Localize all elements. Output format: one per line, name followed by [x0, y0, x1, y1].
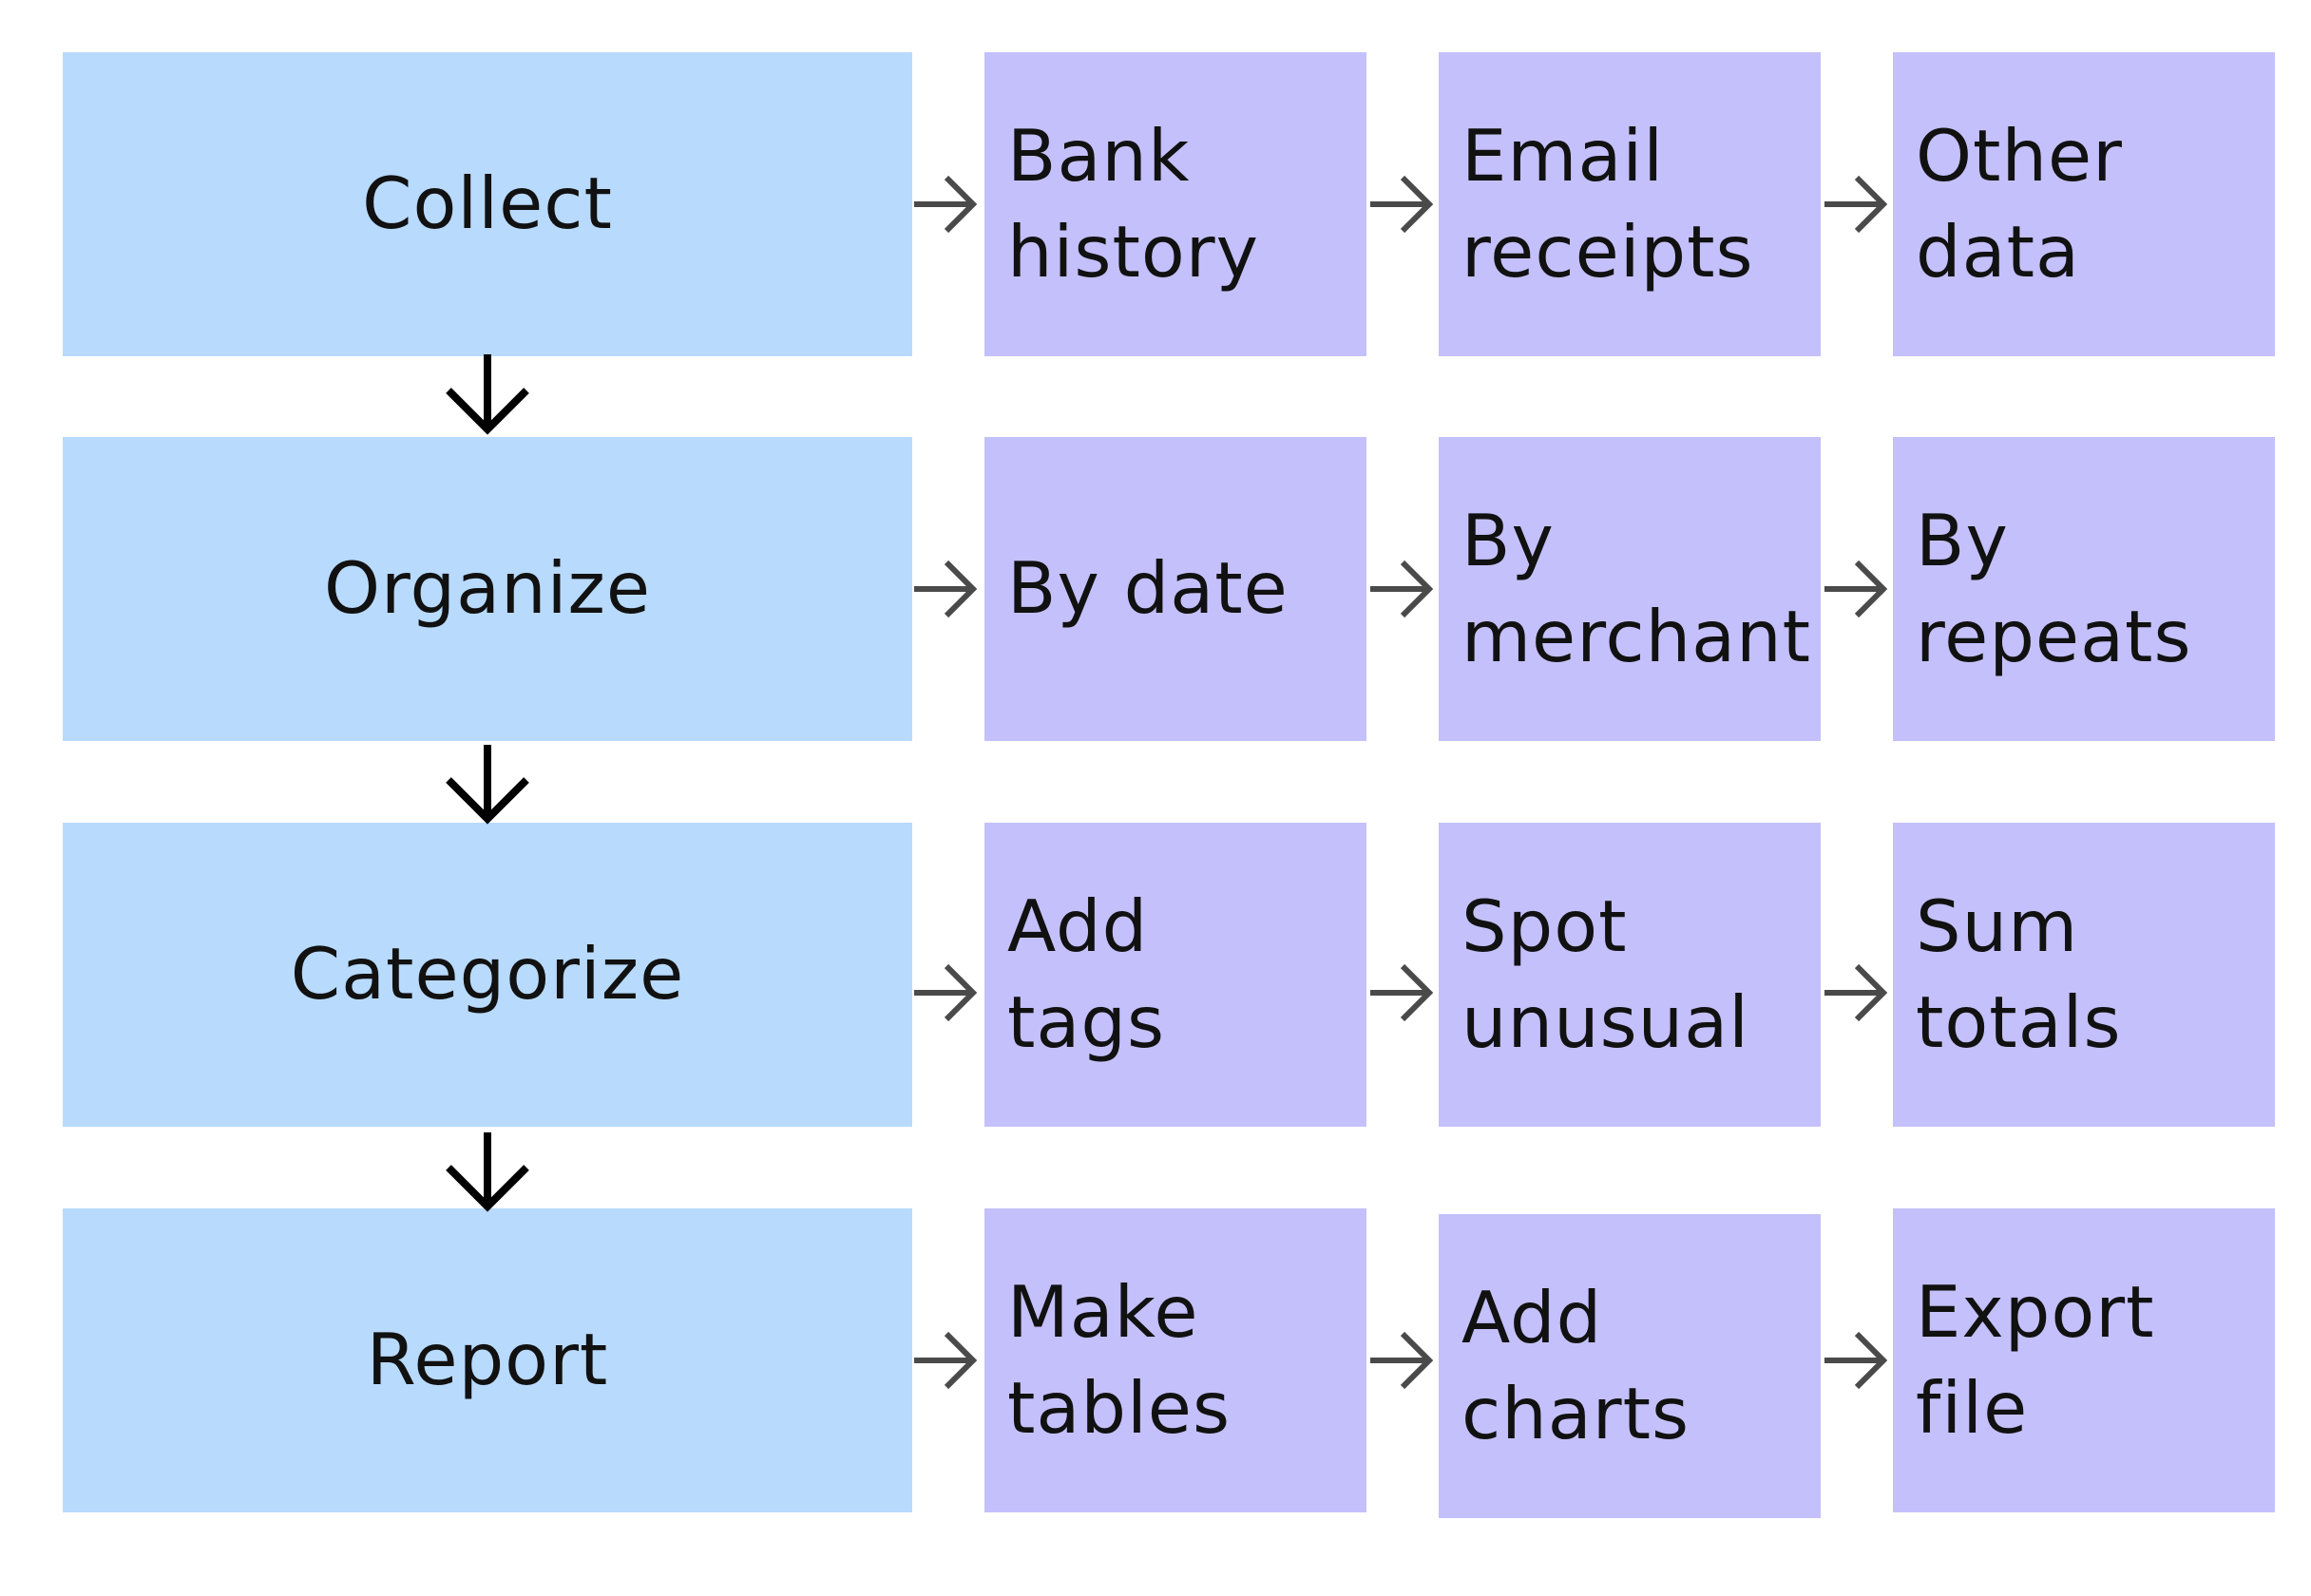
- step-add-tags: Add tags: [984, 823, 1366, 1127]
- step-label: Add charts: [1461, 1275, 1690, 1455]
- step-label: Other data: [1916, 113, 2123, 294]
- down-arrow-icon: [446, 354, 529, 435]
- step-label: Sum totals: [1916, 884, 2122, 1064]
- step-label: Export file: [1916, 1269, 2155, 1450]
- down-arrow-icon: [446, 745, 529, 825]
- stage-label: Report: [366, 1318, 609, 1402]
- step-other-data: Other data: [1893, 52, 2275, 356]
- step-email-receipts: Email receipts: [1439, 52, 1821, 356]
- step-label: By date: [1007, 546, 1289, 631]
- step-label: By repeats: [1916, 498, 2192, 678]
- right-arrow-icon: [914, 560, 978, 618]
- stage-collect: Collect: [63, 52, 912, 356]
- step-label: By merchant: [1461, 498, 1812, 678]
- right-arrow-icon: [1824, 175, 1888, 234]
- step-label: Bank history: [1007, 113, 1259, 294]
- stage-categorize: Categorize: [63, 823, 912, 1127]
- step-label: Make tables: [1007, 1269, 1232, 1450]
- right-arrow-icon: [914, 175, 978, 234]
- step-spot-unusual: Spot unusual: [1439, 823, 1821, 1127]
- right-arrow-icon: [1824, 560, 1888, 618]
- right-arrow-icon: [1370, 560, 1434, 618]
- right-arrow-icon: [1370, 963, 1434, 1022]
- stage-label: Collect: [362, 162, 613, 246]
- step-sum-totals: Sum totals: [1893, 823, 2275, 1127]
- step-by-repeats: By repeats: [1893, 437, 2275, 741]
- down-arrow-icon: [446, 1132, 529, 1212]
- right-arrow-icon: [1824, 963, 1888, 1022]
- stage-report: Report: [63, 1208, 912, 1512]
- step-by-date: By date: [984, 437, 1366, 741]
- step-by-merchant: By merchant: [1439, 437, 1821, 741]
- right-arrow-icon: [1370, 1331, 1434, 1390]
- step-add-charts: Add charts: [1439, 1214, 1821, 1518]
- right-arrow-icon: [1370, 175, 1434, 234]
- step-export-file: Export file: [1893, 1208, 2275, 1512]
- step-label: Email receipts: [1461, 113, 1754, 294]
- right-arrow-icon: [914, 963, 978, 1022]
- step-label: Spot unusual: [1461, 884, 1750, 1064]
- step-make-tables: Make tables: [984, 1208, 1366, 1512]
- stage-organize: Organize: [63, 437, 912, 741]
- stage-label: Categorize: [290, 932, 685, 1016]
- stage-label: Organize: [324, 546, 651, 631]
- right-arrow-icon: [1824, 1331, 1888, 1390]
- right-arrow-icon: [914, 1331, 978, 1390]
- step-label: Add tags: [1007, 884, 1166, 1064]
- step-bank-history: Bank history: [984, 52, 1366, 356]
